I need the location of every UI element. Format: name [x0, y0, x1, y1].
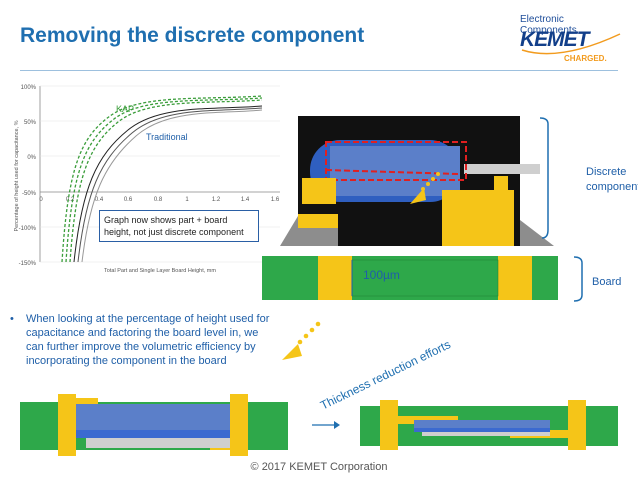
- discrete-component-diagram: [262, 116, 558, 300]
- y-tick-label: 0%: [27, 155, 36, 161]
- yellow-dotted-arrow-icon: [282, 321, 321, 360]
- y-tick-label: 100%: [21, 85, 37, 91]
- pad-left: [298, 214, 338, 228]
- kemet-logo: Electronic Components KEMET CHARGED.: [520, 14, 622, 64]
- termination-right-tab: [494, 176, 508, 206]
- graph-note-box: Graph now shows part + board height, not…: [99, 210, 259, 242]
- x-axis-title: Total Part and Single Layer Board Height…: [104, 268, 216, 274]
- traditional-series: [73, 105, 263, 263]
- bullet-symbol: •: [10, 313, 14, 325]
- discrete-component-label-line1: Discrete: [586, 166, 627, 178]
- thickness-label: 100µm: [363, 268, 400, 282]
- x-tick-label: 0.2: [66, 197, 75, 203]
- discrete-bracket: [539, 117, 549, 239]
- embedded-component-before: [20, 394, 288, 456]
- board-bracket: [573, 256, 583, 302]
- termination-left: [302, 178, 336, 204]
- kap-series: [61, 95, 263, 263]
- x-tick-label: 0.4: [95, 197, 104, 203]
- page-title: Removing the discrete component: [20, 24, 365, 47]
- y-tick-label: -100%: [19, 226, 37, 232]
- title-divider: [20, 70, 618, 71]
- footer-copyright: © 2017 KEMET Corporation: [250, 461, 388, 473]
- dashed-line: [325, 169, 459, 175]
- y-tick-label: 50%: [24, 120, 37, 126]
- x-tick-label: 0.8: [154, 197, 163, 203]
- x-tick-label: 1.4: [241, 197, 250, 203]
- logo-charged: CHARGED.: [564, 54, 607, 63]
- y-tick-label: -150%: [19, 261, 37, 267]
- traditional-series-label: Traditional: [146, 132, 188, 142]
- board-core: [351, 259, 499, 297]
- bullet-text: When looking at the percentage of height…: [26, 313, 270, 367]
- x-tick-label: 0.6: [124, 197, 133, 203]
- right-arrow-icon: [312, 421, 340, 429]
- discrete-component-label-line2: component: [586, 181, 638, 193]
- kap-series-label: KAP: [116, 104, 134, 114]
- capacitor-core: [330, 146, 460, 196]
- yellow-arrow-icon: [410, 172, 440, 204]
- height-percentage-chart: 100% 50% 0% -50% -100% -150% 0 0.2 0.4 0…: [14, 85, 280, 274]
- x-tick-label: 1.6: [271, 197, 280, 203]
- y-axis-title: Percentage of height used for capacitanc…: [14, 120, 20, 231]
- x-tick-label: 1.2: [212, 197, 221, 203]
- x-tick-label: 1: [185, 197, 189, 203]
- board-label: Board: [592, 276, 622, 288]
- dashed-outline: [325, 141, 467, 181]
- solder-right: [520, 220, 554, 246]
- logo-swoosh-icon: [521, 33, 621, 55]
- embedded-component-after: [360, 400, 618, 450]
- y-tick-label: -50%: [22, 191, 37, 197]
- lead-wire: [464, 164, 540, 174]
- x-tick-label: 0: [39, 197, 43, 203]
- board-via-right: [498, 256, 532, 300]
- board-via-left: [318, 256, 352, 300]
- logo-wordmark: KEMET: [520, 28, 589, 51]
- logo-tagline-top: Electronic Components: [520, 14, 577, 36]
